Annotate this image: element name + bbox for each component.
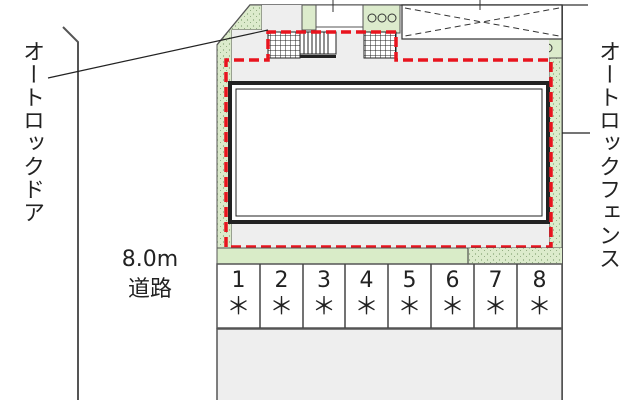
- stall-number: 2: [274, 268, 289, 293]
- parking-stall[interactable]: 6 ＊: [431, 268, 474, 318]
- stall-mark: ＊: [440, 292, 465, 320]
- stall-mark: ＊: [397, 292, 422, 320]
- paved-area: [216, 328, 563, 400]
- stall-mark: ＊: [354, 292, 379, 320]
- stall-number: 8: [532, 268, 547, 293]
- stairs: [299, 31, 337, 55]
- autolock-door-label: オートロックドア: [19, 40, 44, 224]
- stall-mark: ＊: [312, 292, 336, 320]
- road-width: 8.0m: [121, 247, 179, 272]
- stall-mark: ＊: [483, 292, 508, 320]
- stall-mark: ＊: [527, 292, 552, 320]
- stall-number: 3: [317, 268, 331, 293]
- parking-stall[interactable]: 2 ＊: [260, 268, 303, 318]
- road-edge-line: [62, 26, 79, 400]
- stall-number: 7: [488, 268, 503, 293]
- stall-mark: ＊: [269, 292, 294, 320]
- door-leader-line: [47, 29, 269, 79]
- road-name: 道路: [127, 277, 172, 302]
- stall-number: 5: [402, 268, 417, 293]
- stall-number: 4: [359, 268, 374, 293]
- stall-number: 6: [445, 268, 460, 293]
- stall-number: 1: [231, 268, 246, 293]
- autolock-fence-label: オートロックフェンス: [595, 40, 620, 270]
- parking-stall[interactable]: 7 ＊: [474, 268, 517, 318]
- parking-stall[interactable]: 5 ＊: [388, 268, 431, 318]
- entrance-tile: [267, 31, 301, 59]
- stall-mark: ＊: [226, 292, 251, 320]
- parking-stall[interactable]: 4 ＊: [345, 268, 388, 318]
- parking-row: [216, 263, 563, 329]
- parking-stall[interactable]: 1 ＊: [217, 268, 260, 318]
- site-boundary: [224, 30, 553, 249]
- entrance-tile-right: [363, 31, 397, 59]
- parking-stall[interactable]: 3 ＊: [303, 268, 345, 318]
- road-label: 8.0m 道路: [110, 245, 190, 305]
- parking-stall[interactable]: 8 ＊: [517, 268, 562, 318]
